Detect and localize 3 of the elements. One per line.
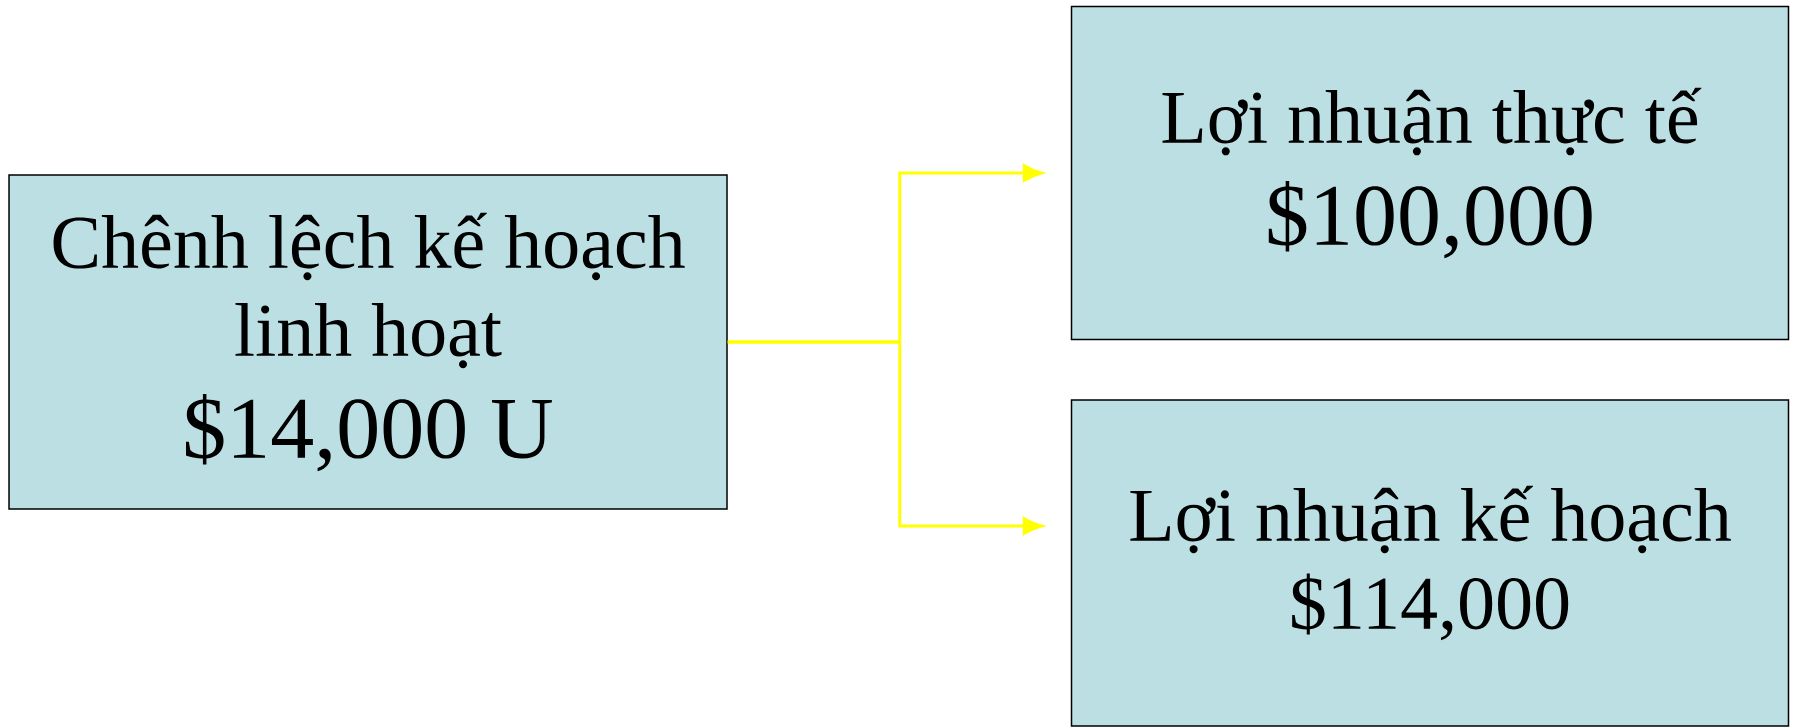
text-box: Lợi nhuận thực tế $100,000 bbox=[1070, 5, 1790, 341]
text-box: Chênh lệch kế hoạch linh hoạt $14,000 U bbox=[8, 174, 728, 510]
text-box: Lợi nhuận kế hoạch $114,000 bbox=[1070, 399, 1790, 727]
